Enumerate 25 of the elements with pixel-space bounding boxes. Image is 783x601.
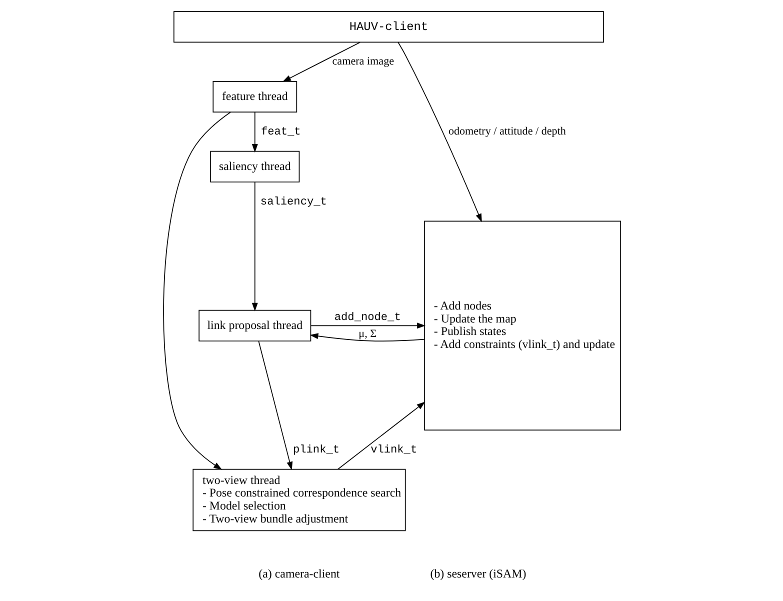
node-box: feature thread bbox=[212, 81, 297, 113]
label: (b) seserver (iSAM) bbox=[430, 566, 526, 580]
label: (a) camera-client bbox=[258, 566, 340, 580]
node-box: saliency thread bbox=[210, 150, 300, 182]
arrow bbox=[309, 333, 424, 342]
edge-label: plink_t bbox=[292, 444, 340, 457]
arrow bbox=[162, 112, 230, 470]
arrow bbox=[336, 402, 425, 470]
edge-label: vlink_t bbox=[370, 444, 417, 457]
arrow bbox=[310, 322, 426, 329]
arrow bbox=[397, 42, 482, 222]
edge-label: μ, Σ bbox=[358, 328, 376, 340]
edge-label: odometry / attitude / depth bbox=[448, 126, 566, 138]
edge-label: add_node_t bbox=[334, 312, 400, 324]
edge-label: feat_t bbox=[260, 126, 300, 139]
arrow bbox=[258, 340, 292, 470]
arrow bbox=[251, 182, 258, 312]
arrow bbox=[282, 42, 360, 82]
arrow bbox=[251, 112, 258, 153]
node-box: HAUV-client bbox=[172, 11, 604, 43]
node-box: two-view thread - Pose constrained correspondence search - Model selection - Two-view bundle adjustment bbox=[192, 468, 406, 532]
edge-label: camera image bbox=[332, 56, 394, 68]
node-box: - Add nodes - Update the map - Publish states - Add constraints (vlink_t) and update bbox=[424, 220, 621, 430]
node-box: link proposal thread bbox=[198, 310, 311, 342]
edge-label: saliency_t bbox=[260, 196, 326, 209]
